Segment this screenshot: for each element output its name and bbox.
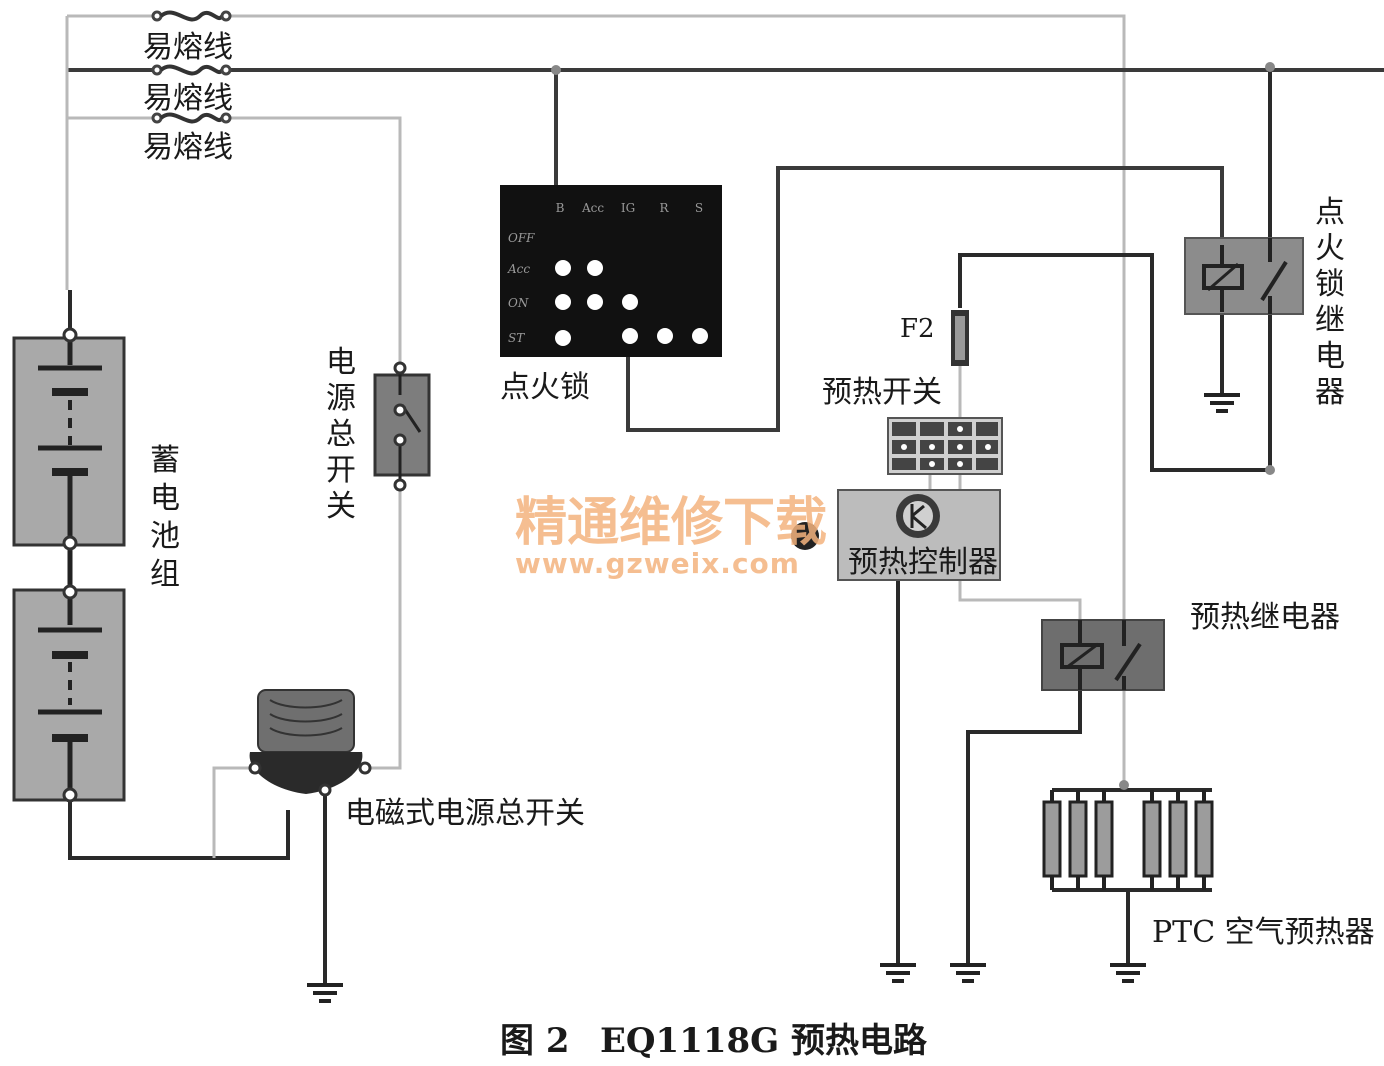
fusible-link-1 [151,10,232,22]
ignition-lock-label: 点火锁 [500,370,590,405]
ptc-element-5 [1168,790,1188,890]
ptc-element-3 [1094,790,1114,890]
watermark-title: 精通维修下载 [515,493,827,553]
ignition-row-1: Acc [507,262,530,276]
ground-symbols [307,393,1240,1003]
magnetic-switch-label: 电磁式电源总开关 [345,796,585,831]
ignition-header-3: R [659,201,669,215]
ptc-element-2 [1068,790,1088,890]
ignition-header-1: Acc [581,201,604,215]
battery-pack [12,327,126,803]
ignition-row-2: ON [508,296,529,310]
ptc-element-4 [1142,790,1162,890]
ptc-air-preheater [1042,790,1214,890]
ignition-row-0: OFF [508,231,535,245]
main-power-switch [373,361,431,492]
magnetic-main-switch [248,689,372,797]
ignition-header-4: S [695,201,703,215]
ignition-header-2: IG [621,201,635,215]
ground-ptc-icon [1110,963,1146,983]
ptc-element-6 [1194,790,1214,890]
preheat-relay-label: 预热继电器 [1190,600,1340,635]
preheat-controller [791,489,1001,581]
ptc-element-1 [1042,790,1062,890]
ignition-relay-label: 点火锁继电器 [1315,195,1345,410]
fusible-link-3 [151,112,232,124]
fusible-link-label-3: 易熔线 [143,130,233,165]
ground-preheat-relay-icon [950,963,986,983]
main-switch-label: 电源总开关 [326,345,356,524]
wiring [65,14,1384,985]
ptc-heater-label: PTC 空气预热器 [1152,915,1375,950]
preheat-switch-label: 预热开关 [822,375,942,410]
ignition-header-0: B [556,201,565,215]
figure-title: EQ1118G 预热电路 [600,1021,928,1061]
ground-controller-icon [880,963,916,983]
ignition-row-3: ST [508,331,525,345]
fuse-label: F2 [900,314,935,344]
ground-magnetic-switch-icon [307,983,343,1003]
preheat-switch [887,417,1003,475]
fusible-link-2 [151,64,232,76]
fusible-link-label-2: 易熔线 [143,81,233,116]
preheat-relay [1041,619,1165,691]
figure-number: 图 2 [500,1021,570,1061]
watermark-url: www.gzweix.com [515,547,800,580]
fusible-link-label-1: 易熔线 [143,30,233,65]
junction-dots [551,62,1275,790]
battery-label: 蓄电池组 [150,443,180,592]
ignition-relay [1184,237,1304,315]
fuse-f2 [951,310,969,366]
ground-ignition-relay-icon [1204,393,1240,413]
preheat-controller-label: 预热控制器 [848,545,998,580]
